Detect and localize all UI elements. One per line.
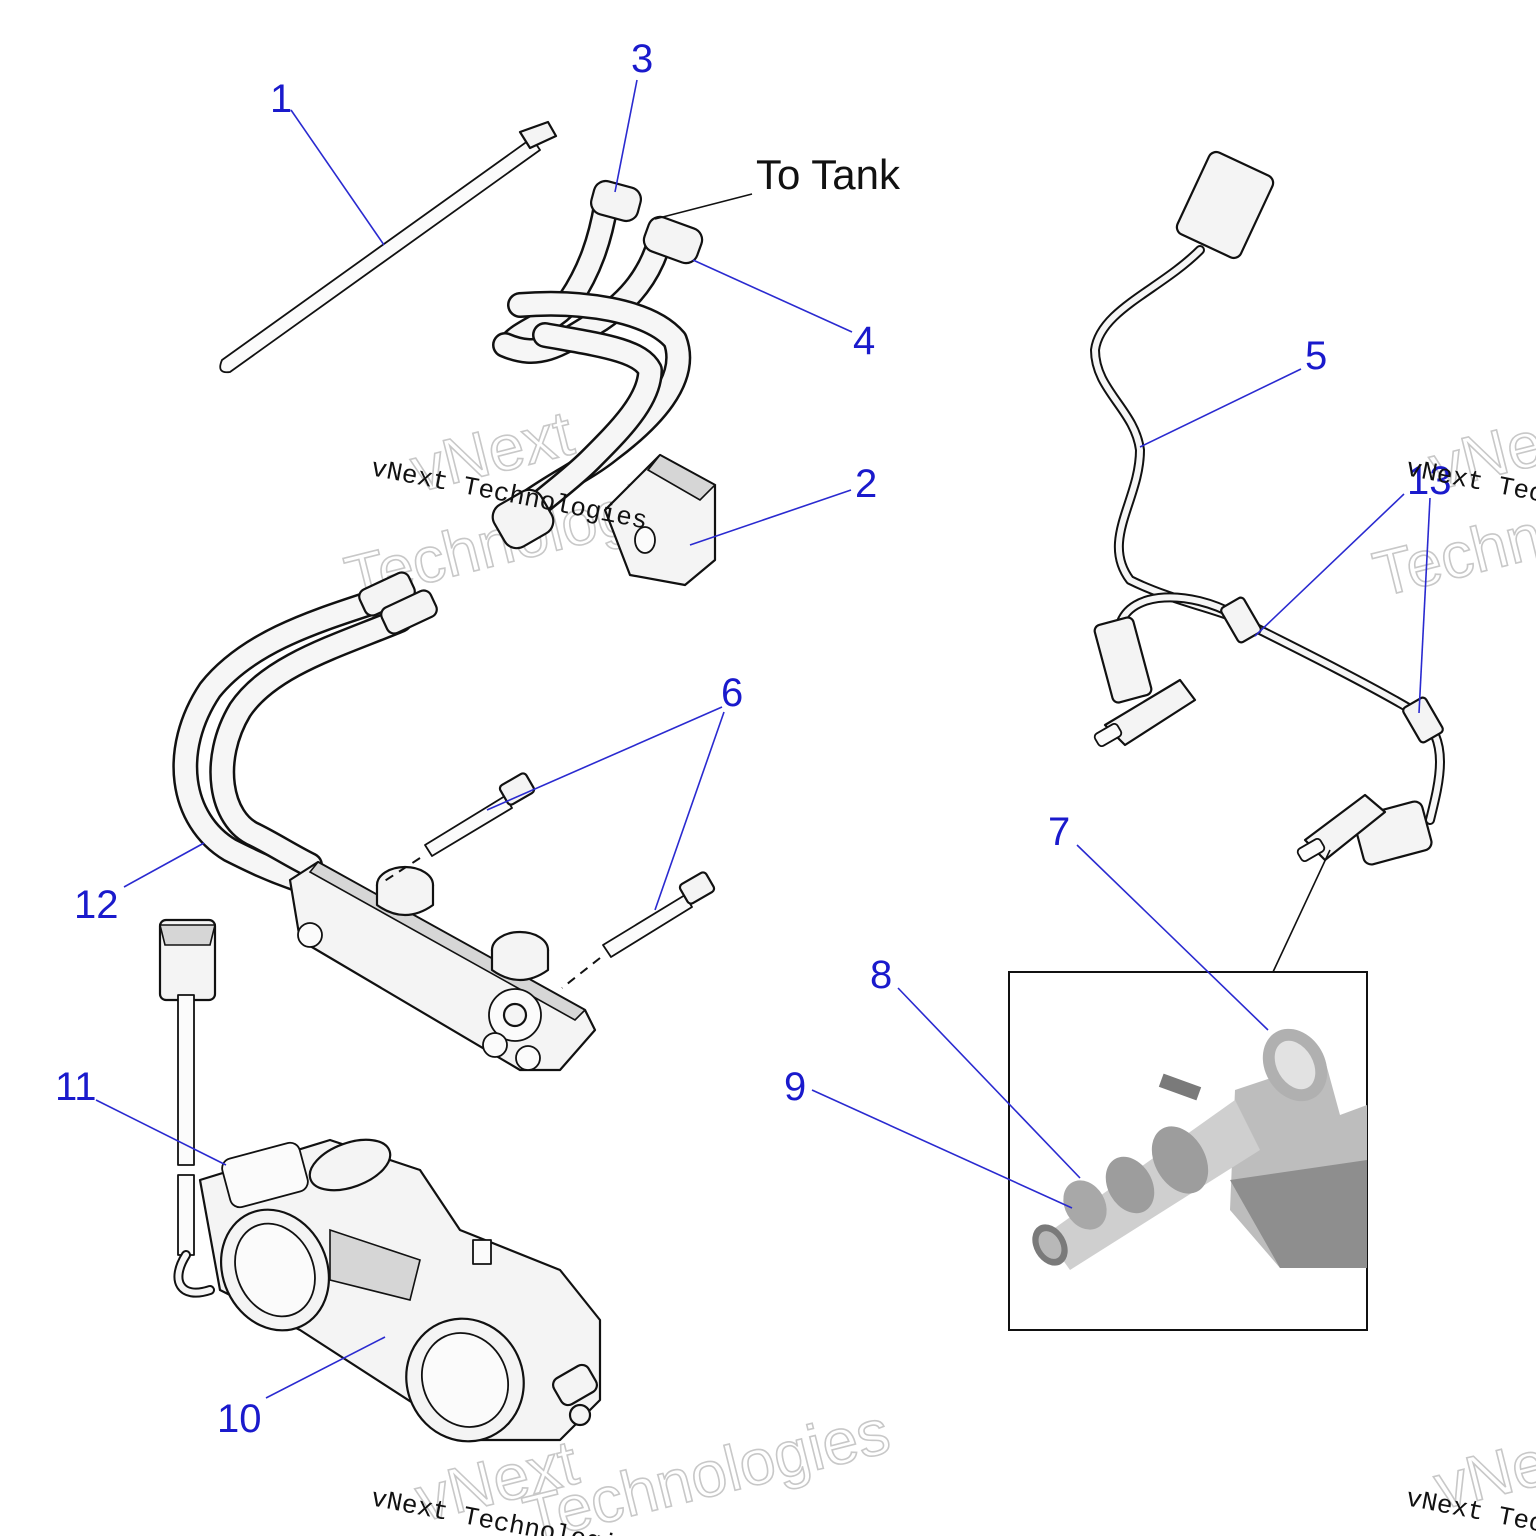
callout-7: 7: [1048, 810, 1070, 854]
callout-1: 1: [270, 77, 292, 121]
callout-5: 5: [1305, 334, 1327, 378]
callout-9: 9: [784, 1065, 806, 1109]
hose-fitting-upper: [590, 179, 642, 223]
callout-labels: 1 3 2 4 5 13 6 7 8 9 12 11 10: [55, 37, 1452, 1441]
callout-8: 8: [870, 953, 892, 997]
callout-6: 6: [721, 671, 743, 715]
rail-bolts: [379, 772, 716, 989]
callout-10: 10: [217, 1397, 262, 1441]
throttle-sensor-harness: [158, 918, 217, 1298]
to-tank-label: To Tank: [756, 151, 901, 198]
harness-clip-lower: [1402, 696, 1444, 744]
injector-harness: [1090, 150, 1445, 866]
fuel-rail-assembly: [172, 571, 597, 1072]
cable-tie: [219, 120, 558, 374]
callout-13: 13: [1407, 459, 1452, 503]
hose-end-connector: [491, 488, 555, 550]
harness-main-connector: [1175, 150, 1275, 260]
callout-2: 2: [855, 462, 877, 506]
harness-clip-upper: [1220, 596, 1262, 644]
callout-11: 11: [55, 1065, 97, 1109]
fuel-hose-assembly: [491, 179, 704, 550]
callout-12: 12: [74, 883, 119, 927]
hose-fitting-lower: [642, 215, 704, 265]
bolt-head-upper: [498, 772, 536, 806]
callout-3: 3: [631, 37, 653, 81]
leader-lines: [95, 79, 1431, 1399]
throttle-body: [198, 1138, 602, 1443]
injector-detail-inset: [1008, 849, 1368, 1331]
callout-4: 4: [853, 319, 875, 363]
injector-connector-left: [1093, 616, 1153, 704]
rail-hose-connector-b: [380, 589, 438, 635]
bolt-head-lower: [678, 871, 716, 905]
mounting-bracket: [603, 453, 717, 587]
